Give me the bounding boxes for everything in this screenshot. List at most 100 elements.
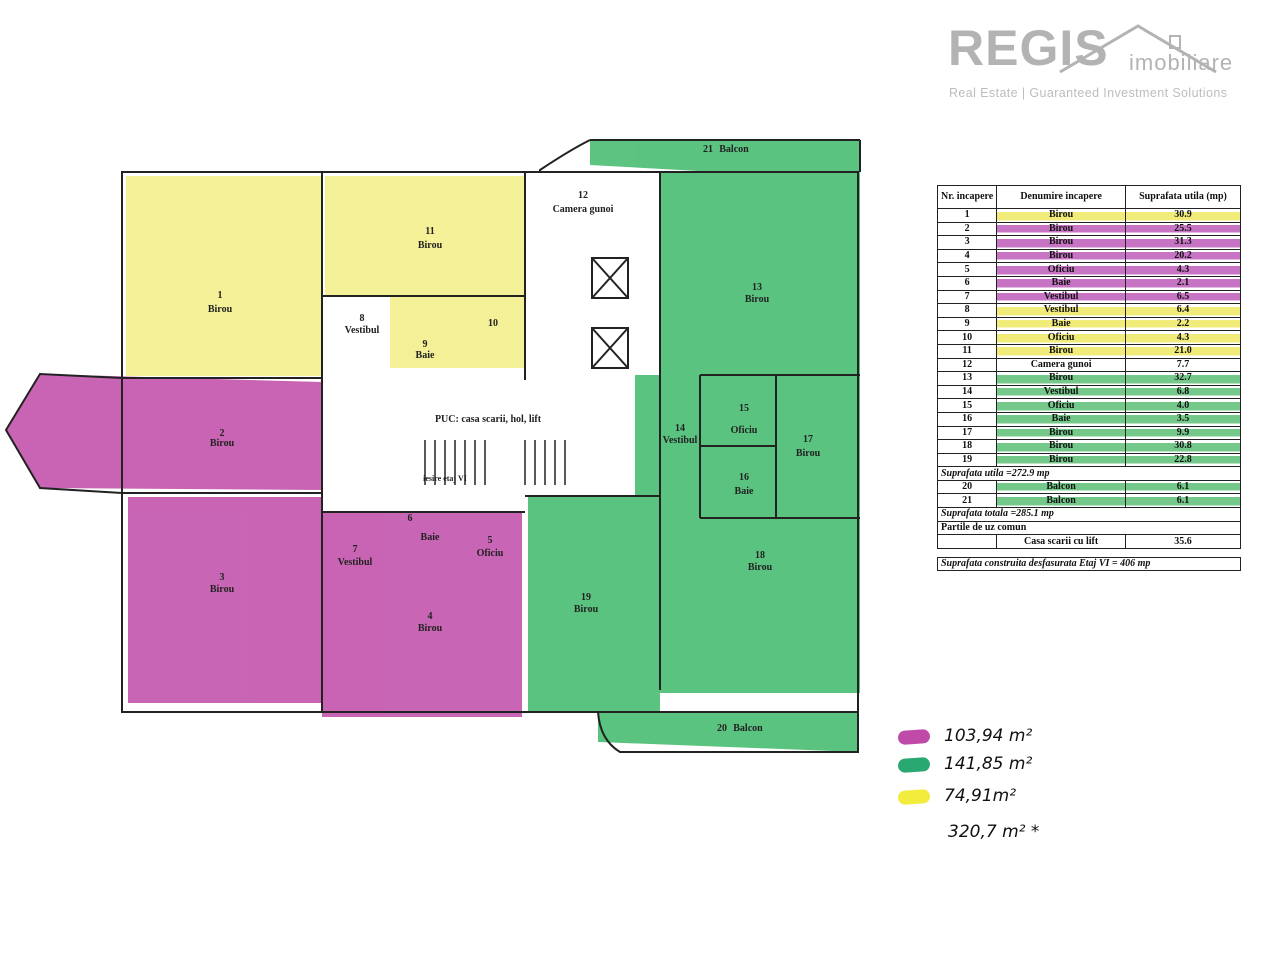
room-label-5: 5	[488, 535, 493, 546]
house-roof-icon	[1059, 24, 1217, 74]
walls	[4, 139, 861, 753]
room-label-20: 20	[717, 723, 727, 734]
room-label-8: 8	[360, 313, 365, 324]
room-cell-nr: 14	[936, 384, 998, 400]
room-cell-area: 32.7	[1125, 371, 1241, 386]
room-cell-area: 7.7	[1125, 357, 1241, 373]
room-cell-name: Camera gunoi	[996, 357, 1126, 373]
room-cell-area: 21.0	[1125, 343, 1241, 359]
room-cell-area: 30.9	[1125, 208, 1241, 223]
legend-swatch-magenta	[897, 728, 931, 746]
common-row-name: Casa scarii cu lift	[996, 534, 1126, 549]
room-cell-name: Vestibul	[996, 384, 1126, 400]
room-name-1: Birou	[208, 304, 233, 315]
room-label-3: 3	[220, 572, 225, 583]
room-name-4: Birou	[418, 623, 443, 634]
room-cell-nr: 8	[936, 303, 998, 318]
logo-tagline: Real Estate | Guaranteed Investment Solu…	[949, 86, 1228, 100]
room-cell-name: Birou	[996, 452, 1126, 468]
room-cell-nr: 3	[936, 235, 998, 250]
room-cell-area: 4.3	[1125, 330, 1241, 345]
total-area: Suprafata totala =285.1 mp	[937, 507, 1241, 522]
room-cell-name: Vestibul	[996, 289, 1126, 305]
col-header-area: Suprafata utila (mp)	[1125, 185, 1241, 209]
room-name-11: Birou	[418, 240, 443, 251]
room-cell-name: Baie	[996, 275, 1126, 291]
room-cell-nr: 4	[936, 248, 998, 264]
room-name-18: Birou	[748, 562, 773, 573]
legend-value-yellow: 74,91m²	[944, 786, 1017, 806]
room-label-18: 18	[755, 550, 765, 561]
balcony-cell-name: Balcon	[996, 479, 1126, 495]
room-cell-name: Birou	[996, 343, 1126, 359]
col-header-name: Denumire incapere	[996, 185, 1126, 209]
room-label-10: 10	[488, 318, 498, 329]
legend-value-green: 141,85 m²	[944, 754, 1033, 774]
room-cell-name: Birou	[996, 439, 1126, 454]
balcony-cell-nr: 21	[936, 493, 998, 509]
room-label-6: 6	[408, 513, 413, 524]
room-cell-name: Birou	[996, 371, 1126, 386]
room-cell-area: 6.4	[1125, 303, 1241, 318]
legend-value-magenta: 103,94 m²	[944, 726, 1033, 746]
room-label-9: 9	[423, 339, 428, 350]
room-name-16: Baie	[735, 486, 754, 497]
room-cell-name: Oficiu	[996, 262, 1126, 277]
room-label-12: 12	[578, 190, 588, 201]
room-name-12: Camera gunoi	[553, 204, 614, 215]
room-cell-name: Baie	[996, 316, 1126, 332]
room-name-8: Vestibul	[345, 325, 380, 336]
room-name-20: Balcon	[733, 723, 763, 734]
room-name-21: Balcon	[719, 144, 749, 155]
room-cell-area: 3.5	[1125, 411, 1241, 427]
room-label-17: 17	[803, 434, 813, 445]
room-cell-area: 2.2	[1125, 316, 1241, 332]
balcony-cell-area: 6.1	[1125, 479, 1241, 495]
room-label-21: 21	[703, 144, 713, 155]
legend-swatch-yellow	[897, 788, 931, 806]
room-name-7: Vestibul	[338, 557, 373, 568]
room-cell-nr: 10	[936, 330, 998, 345]
room-label-7: 7	[353, 544, 358, 555]
logo-subtitle: imobiliare	[1129, 50, 1234, 75]
room-cell-area: 25.5	[1125, 221, 1241, 237]
zone-magenta	[6, 374, 522, 717]
regis-logo: REGIS imobiliare Real Estate | Guarantee…	[948, 20, 1268, 110]
room-cell-nr: 16	[936, 411, 998, 427]
stairs	[424, 440, 566, 485]
room-name-3: Birou	[210, 584, 235, 595]
room-name-9: Baie	[416, 350, 435, 361]
room-cell-area: 4.0	[1125, 398, 1241, 413]
room-cell-name: Birou	[996, 235, 1126, 250]
col-header-nr: Nr. incapere	[936, 185, 998, 209]
room-name-2: Birou	[210, 438, 235, 449]
balcony-cell-nr: 20	[936, 479, 998, 495]
room-name-14: Vestibul	[663, 435, 698, 446]
room-cell-nr: 7	[936, 289, 998, 305]
subtotal-util: Suprafata utila =272.9 mp	[937, 466, 1241, 481]
room-cell-nr: 15	[936, 398, 998, 413]
room-cell-area: 6.8	[1125, 384, 1241, 400]
room-cell-name: Baie	[996, 411, 1126, 427]
room-cell-nr: 12	[936, 357, 998, 373]
lifts	[591, 257, 629, 369]
room-label-15: 15	[739, 403, 749, 414]
legend-value-total: 320,7 m² *	[948, 822, 1040, 842]
